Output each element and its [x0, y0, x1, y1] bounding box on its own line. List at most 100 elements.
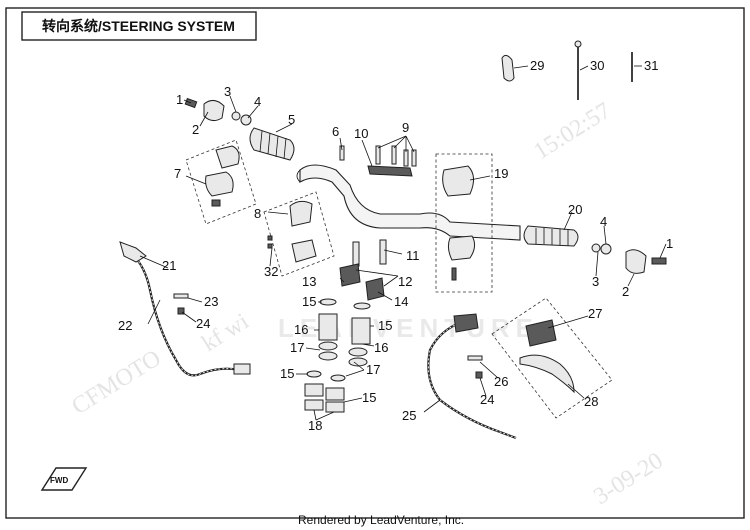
leader-line	[361, 343, 375, 347]
leader-line	[547, 315, 589, 329]
callout-11: 11	[406, 248, 420, 263]
callout-20: 20	[568, 202, 582, 217]
callout-29: 29	[530, 58, 544, 73]
leader-line	[275, 123, 293, 133]
leader-line	[313, 409, 335, 421]
bolt-23	[173, 293, 189, 299]
callout-15-a: 15	[302, 294, 316, 309]
leader-line	[479, 377, 487, 397]
left-bar-end	[184, 97, 252, 126]
bolt-26	[467, 355, 483, 361]
callout-12: 12	[398, 274, 412, 289]
right-switch-housing	[442, 165, 476, 281]
callout-13: 13	[302, 274, 316, 289]
callout-24-right: 24	[480, 392, 494, 407]
callout-30: 30	[590, 58, 604, 73]
left-grip	[249, 127, 295, 161]
callout-19: 19	[494, 166, 508, 181]
leader-line	[659, 243, 667, 259]
callout-31: 31	[644, 58, 658, 73]
callout-17-right: 17	[366, 362, 380, 377]
callout-4-right: 4	[600, 214, 607, 229]
brake-lever	[519, 319, 575, 394]
callout-6: 6	[332, 124, 339, 139]
callout-28: 28	[584, 394, 598, 409]
leader-line	[377, 291, 393, 301]
callout-15-d: 15	[362, 390, 376, 405]
leader-line	[139, 255, 169, 269]
leader-line	[183, 99, 192, 104]
leader-line	[469, 175, 491, 181]
right-bar-end	[591, 243, 667, 274]
leader-line	[267, 211, 289, 215]
callout-2-left: 2	[192, 122, 199, 137]
callout-14: 14	[394, 294, 408, 309]
leader-line	[595, 251, 599, 277]
leader-line	[269, 247, 273, 267]
callout-22: 22	[118, 318, 132, 333]
throttle-housing	[267, 200, 317, 263]
extras-top-right	[501, 40, 633, 100]
leader-line	[603, 225, 607, 245]
watermark-timestamp: 15:02:57	[529, 98, 615, 165]
callout-15-b: 15	[378, 318, 392, 333]
nut-24-right	[475, 371, 483, 379]
title-box	[21, 11, 257, 41]
risers	[339, 239, 387, 301]
callout-32: 32	[264, 264, 278, 279]
leader-line	[513, 65, 529, 69]
callout-labels: 1 2 3 4 5 6 7 8 9 10 11 12 13 14 15 15 1…	[118, 58, 673, 433]
nut-24-left	[177, 307, 185, 315]
leader-line	[423, 399, 441, 413]
bushing-stack-right	[325, 302, 371, 413]
leader-line	[567, 383, 585, 399]
callout-10: 10	[354, 126, 368, 141]
leader-line	[187, 297, 203, 303]
callout-8: 8	[254, 206, 261, 221]
leader-line	[305, 347, 321, 351]
bushing-stack-left	[304, 298, 338, 411]
upper-clamp	[367, 145, 417, 177]
leader-line	[343, 397, 363, 403]
callout-9: 9	[402, 120, 409, 135]
fwd-arrow: FWD	[40, 467, 88, 491]
callout-23: 23	[204, 294, 218, 309]
callout-24-left: 24	[196, 316, 210, 331]
right-grip	[523, 225, 579, 247]
callout-18: 18	[308, 418, 322, 433]
watermark-date: 3-09-20	[589, 448, 667, 510]
callout-7: 7	[174, 166, 181, 181]
callout-26: 26	[494, 374, 508, 389]
leader-line	[345, 361, 365, 377]
leader-line	[147, 299, 161, 325]
leader-line	[627, 273, 635, 287]
footer-credit: Rendered by LeadVenture, Inc.	[298, 513, 464, 527]
fwd-label: FWD	[50, 476, 68, 485]
leader-line	[563, 211, 573, 231]
callout-17-left: 17	[290, 340, 304, 355]
callout-3-left: 3	[224, 84, 231, 99]
callout-25: 25	[402, 408, 416, 423]
page-title: 转向系统/STEERING SYSTEM	[42, 18, 235, 34]
bolt-6	[339, 145, 345, 161]
callout-21: 21	[162, 258, 176, 273]
leader-line	[479, 361, 499, 379]
watermark-brand: LEADVENTURE	[278, 313, 539, 343]
callout-1-right: 1	[666, 236, 673, 251]
diagram-frame	[5, 7, 745, 519]
callout-3-right: 3	[592, 274, 599, 289]
callout-16-left: 16	[294, 322, 308, 337]
callout-2-right: 2	[622, 284, 629, 299]
handlebar	[296, 164, 521, 241]
leader-lines	[139, 65, 667, 421]
box-7	[185, 139, 257, 225]
watermark-cfmoto: CFMOTO	[67, 345, 165, 420]
leader-line	[383, 249, 403, 255]
leader-line	[181, 311, 197, 323]
left-switch-housing	[205, 145, 240, 207]
box-19	[435, 153, 493, 293]
leader-line	[361, 139, 373, 167]
leader-line	[377, 135, 415, 153]
